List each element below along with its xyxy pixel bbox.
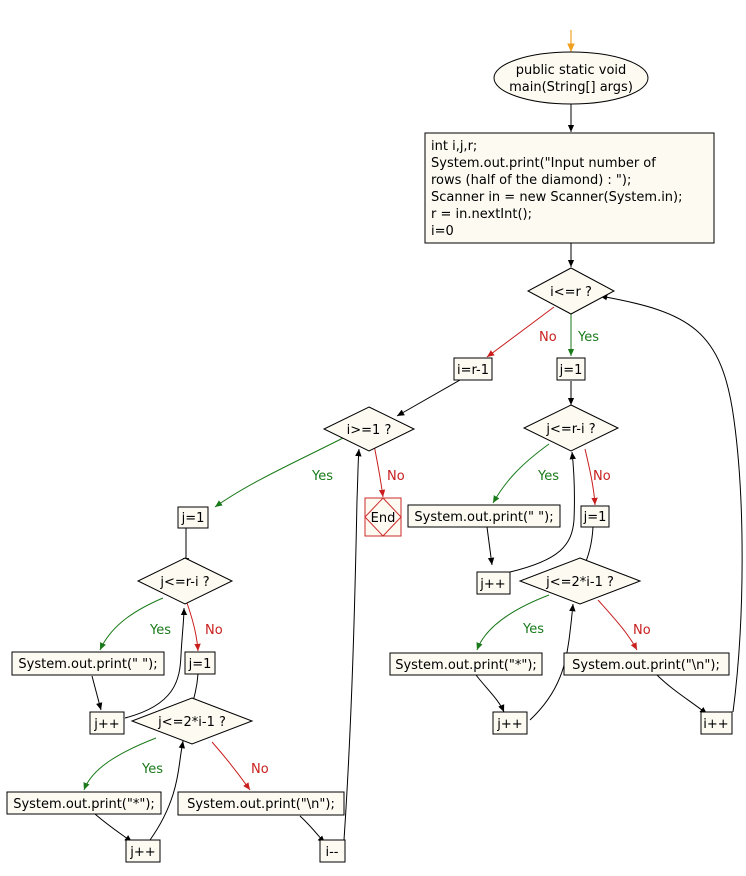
nodes: public static void main(String[] args) i… bbox=[6, 51, 733, 863]
label-no: No bbox=[539, 330, 557, 345]
init-line-4: Scanner in = new Scanner(System.in); bbox=[431, 190, 683, 205]
init-line-1: int i,j,r; bbox=[431, 139, 477, 154]
edge-cond2i-no bbox=[597, 599, 638, 651]
print-newline-left: System.out.print("\n"); bbox=[177, 791, 345, 816]
init-block: int i,j,r; System.out.print("Input numbe… bbox=[424, 132, 715, 244]
decision-label: j<=r-i ? bbox=[545, 422, 595, 437]
init-line-5: r = in.nextInt(); bbox=[431, 207, 532, 222]
start-line-1: public static void bbox=[516, 63, 627, 78]
process-j-init-left: j=1 bbox=[177, 506, 209, 529]
end-node: End bbox=[364, 497, 402, 537]
process-j-inc-left-space: j++ bbox=[89, 711, 125, 735]
branch-labels: Yes No Yes No Yes No Yes No Yes No Yes N… bbox=[141, 330, 651, 777]
edge-space-jpp bbox=[486, 526, 495, 566]
process-label: i=r-1 bbox=[457, 363, 489, 378]
label-no: No bbox=[593, 469, 611, 484]
process-label: j++ bbox=[479, 577, 505, 592]
decision-j-le-r-i-left: j<=r-i ? bbox=[136, 557, 234, 605]
print-space-left: System.out.print(" "); bbox=[11, 651, 165, 676]
decision-label: j<=2*i-1 ? bbox=[545, 575, 614, 590]
process-j-init-right: j=1 bbox=[556, 357, 586, 381]
edge-condtop-no bbox=[486, 306, 555, 358]
print-star-left: System.out.print("*"); bbox=[6, 791, 162, 815]
process-i-dec: i-- bbox=[319, 839, 346, 863]
edge-jppleft-back-2i bbox=[149, 740, 185, 841]
label-no: No bbox=[387, 469, 405, 484]
decision-label: i<=r ? bbox=[550, 285, 592, 300]
decision-i-ge-1: i>=1 ? bbox=[322, 406, 416, 452]
edge-cond2ileft-yes bbox=[83, 737, 157, 791]
label-yes: Yes bbox=[577, 330, 599, 345]
edges bbox=[83, 30, 743, 844]
edge-jppleft-back bbox=[124, 607, 188, 719]
edge-ipp-back bbox=[599, 294, 743, 713]
process-j-inc-right-space: j++ bbox=[476, 571, 511, 595]
label-yes: Yes bbox=[537, 469, 559, 484]
edge-imm-back bbox=[343, 448, 362, 841]
decision-j-le-2i-1-right: j<=2*i-1 ? bbox=[518, 557, 642, 605]
process-label: j++ bbox=[93, 717, 119, 732]
decision-label: j<=2*i-1 ? bbox=[157, 715, 226, 730]
edge-jpp-back-2i bbox=[529, 603, 576, 721]
decision-label: i>=1 ? bbox=[347, 423, 392, 438]
process-label: j++ bbox=[496, 717, 522, 732]
init-line-6: i=0 bbox=[431, 224, 454, 239]
decision-label: j<=r-i ? bbox=[159, 575, 209, 590]
process-label: System.out.print("*"); bbox=[13, 797, 155, 812]
process-label: j=1 bbox=[181, 511, 205, 526]
end-label: End bbox=[371, 511, 396, 526]
edge-newlineleft-imm bbox=[299, 815, 326, 844]
process-j-inc-left-star: j++ bbox=[125, 839, 161, 863]
process-i-assign: i=r-1 bbox=[453, 357, 493, 381]
process-label: j=1 bbox=[583, 510, 607, 525]
edge-cond2ileft-no bbox=[211, 741, 251, 791]
label-no: No bbox=[633, 623, 651, 638]
decision-j-le-r-i-right: j<=r-i ? bbox=[522, 404, 620, 452]
start-node: public static void main(String[] args) bbox=[493, 51, 649, 105]
process-label: System.out.print(" "); bbox=[18, 657, 157, 672]
process-label: j=1 bbox=[559, 363, 583, 378]
label-no: No bbox=[205, 623, 223, 638]
print-newline-right: System.out.print("\n"); bbox=[563, 652, 730, 676]
label-no: No bbox=[251, 762, 269, 777]
edge-condjrleft-yes bbox=[99, 597, 164, 651]
process-label: i++ bbox=[703, 717, 728, 732]
process-label: i-- bbox=[326, 845, 339, 860]
init-line-2: System.out.print("Input number of bbox=[431, 156, 656, 171]
process-label: System.out.print("*"); bbox=[395, 658, 537, 673]
edge-starleft-jpp bbox=[94, 813, 133, 843]
process-label: System.out.print("\n"); bbox=[187, 797, 335, 812]
edge-condige-yes bbox=[214, 436, 346, 508]
edge-condjr-no bbox=[584, 448, 598, 506]
edge-condjr-yes bbox=[492, 443, 550, 504]
process-j-inc-right-star: j++ bbox=[492, 711, 528, 735]
label-yes: Yes bbox=[522, 622, 544, 637]
process-label: System.out.print("\n"); bbox=[572, 658, 720, 673]
edge-condige-no bbox=[373, 444, 386, 498]
process-label: j=1 bbox=[188, 657, 212, 672]
label-yes: Yes bbox=[311, 469, 333, 484]
edge-star-jpp bbox=[475, 674, 505, 713]
init-line-3: rows (half of the diamond) : "); bbox=[431, 173, 631, 188]
edge-jpp-back bbox=[509, 451, 576, 573]
decision-j-le-2i-1-left: j<=2*i-1 ? bbox=[130, 697, 254, 745]
process-i-inc: i++ bbox=[700, 711, 733, 735]
edge-iassign-condige bbox=[396, 379, 461, 417]
decision-i-le-r: i<=r ? bbox=[526, 267, 616, 315]
edge-newline-ipp bbox=[656, 674, 708, 715]
print-star-right: System.out.print("*"); bbox=[389, 652, 543, 676]
process-label: System.out.print(" "); bbox=[414, 510, 553, 525]
process-j-init-right-inner: j=1 bbox=[580, 505, 610, 528]
process-j-init-left-inner: j=1 bbox=[184, 651, 216, 675]
label-yes: Yes bbox=[149, 623, 171, 638]
edge-cond2i-yes bbox=[476, 594, 550, 651]
edge-spaceleft-jpp bbox=[91, 675, 103, 711]
process-label: j++ bbox=[129, 845, 155, 860]
edge-condjrleft-no bbox=[186, 602, 201, 652]
print-space-right: System.out.print(" "); bbox=[407, 504, 561, 528]
start-line-2: main(String[] args) bbox=[509, 80, 633, 95]
label-yes: Yes bbox=[141, 762, 163, 777]
